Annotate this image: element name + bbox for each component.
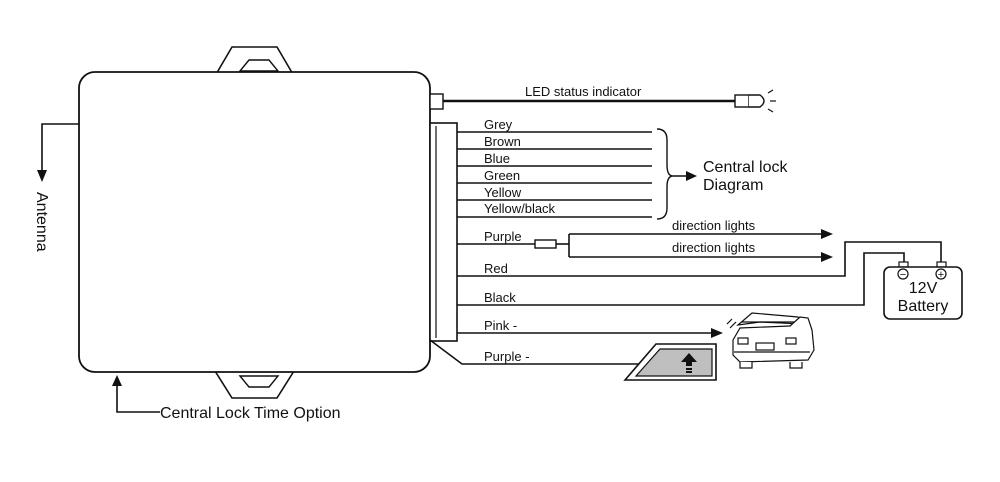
module-box [78, 71, 431, 373]
led-connector [429, 93, 444, 110]
battery-label: Battery [898, 298, 949, 315]
wire-label-green: Green [484, 168, 520, 183]
direction-arrow-2-icon [821, 252, 833, 262]
central-lock-label: Central lock [703, 159, 788, 176]
central-lock-wires: Grey Brown Blue Green Yellow Yellow/blac… [457, 117, 788, 220]
direction-lights-label-2: direction lights [672, 240, 756, 255]
battery-minus-sign: − [900, 269, 906, 281]
time-option-label: Central Lock Time Option [160, 405, 341, 422]
direction-arrow-1-icon [821, 229, 833, 239]
wire-label-purple-negative: Purple - [484, 349, 530, 364]
direction-lights-label-1: direction lights [672, 218, 756, 233]
antenna: Antenna [33, 123, 79, 252]
central-lock-arrow-icon [686, 171, 697, 181]
bottom-mount-slot [238, 375, 280, 388]
led-wire: LED status indicator [443, 84, 776, 113]
window-up-arrow-icon [681, 353, 697, 366]
wire-label-red: Red [484, 261, 508, 276]
wire-label-brown: Brown [484, 134, 521, 149]
trunk-arrow-icon [711, 328, 723, 338]
control-module [78, 46, 458, 399]
antenna-label: Antenna [33, 192, 50, 252]
window-output: Purple - [429, 339, 717, 381]
window-up-icon [623, 343, 717, 381]
power-wiring: Red Black − + 12V Battery [457, 241, 963, 320]
connector-block [429, 122, 458, 342]
wire-label-blue: Blue [484, 151, 510, 166]
central-lock-diagram-label: Diagram [703, 177, 763, 194]
direction-lights-wiring: Purple direction lights direction lights [457, 218, 833, 262]
battery-plus-sign: + [938, 269, 944, 281]
led-glow-icon [767, 89, 776, 113]
battery-icon: − + 12V Battery [883, 261, 963, 320]
wire-label-black: Black [484, 290, 516, 305]
antenna-arrow-icon [37, 170, 47, 182]
battery-minus-terminal [897, 268, 909, 280]
led-status-label: LED status indicator [525, 84, 642, 99]
wire-label-grey: Grey [484, 117, 513, 132]
wire-group-brace [656, 128, 674, 220]
wire-label-pink: Pink - [484, 318, 517, 333]
top-mount-slot [238, 59, 280, 72]
trunk-output: Pink - [457, 312, 815, 369]
led-bulb-icon [749, 94, 765, 108]
wire-label-yellow: Yellow [484, 185, 522, 200]
led-bulb-base [734, 94, 750, 108]
battery-plus-terminal [935, 268, 947, 280]
time-option: Central Lock Time Option [112, 375, 341, 422]
battery-voltage-label: 12V [909, 280, 938, 297]
wire-label-purple: Purple [484, 229, 522, 244]
wire-label-yellow-black: Yellow/black [484, 201, 556, 216]
time-option-arrow-icon [112, 375, 122, 386]
fuse-icon [534, 239, 557, 249]
car-trunk-icon [726, 312, 815, 369]
